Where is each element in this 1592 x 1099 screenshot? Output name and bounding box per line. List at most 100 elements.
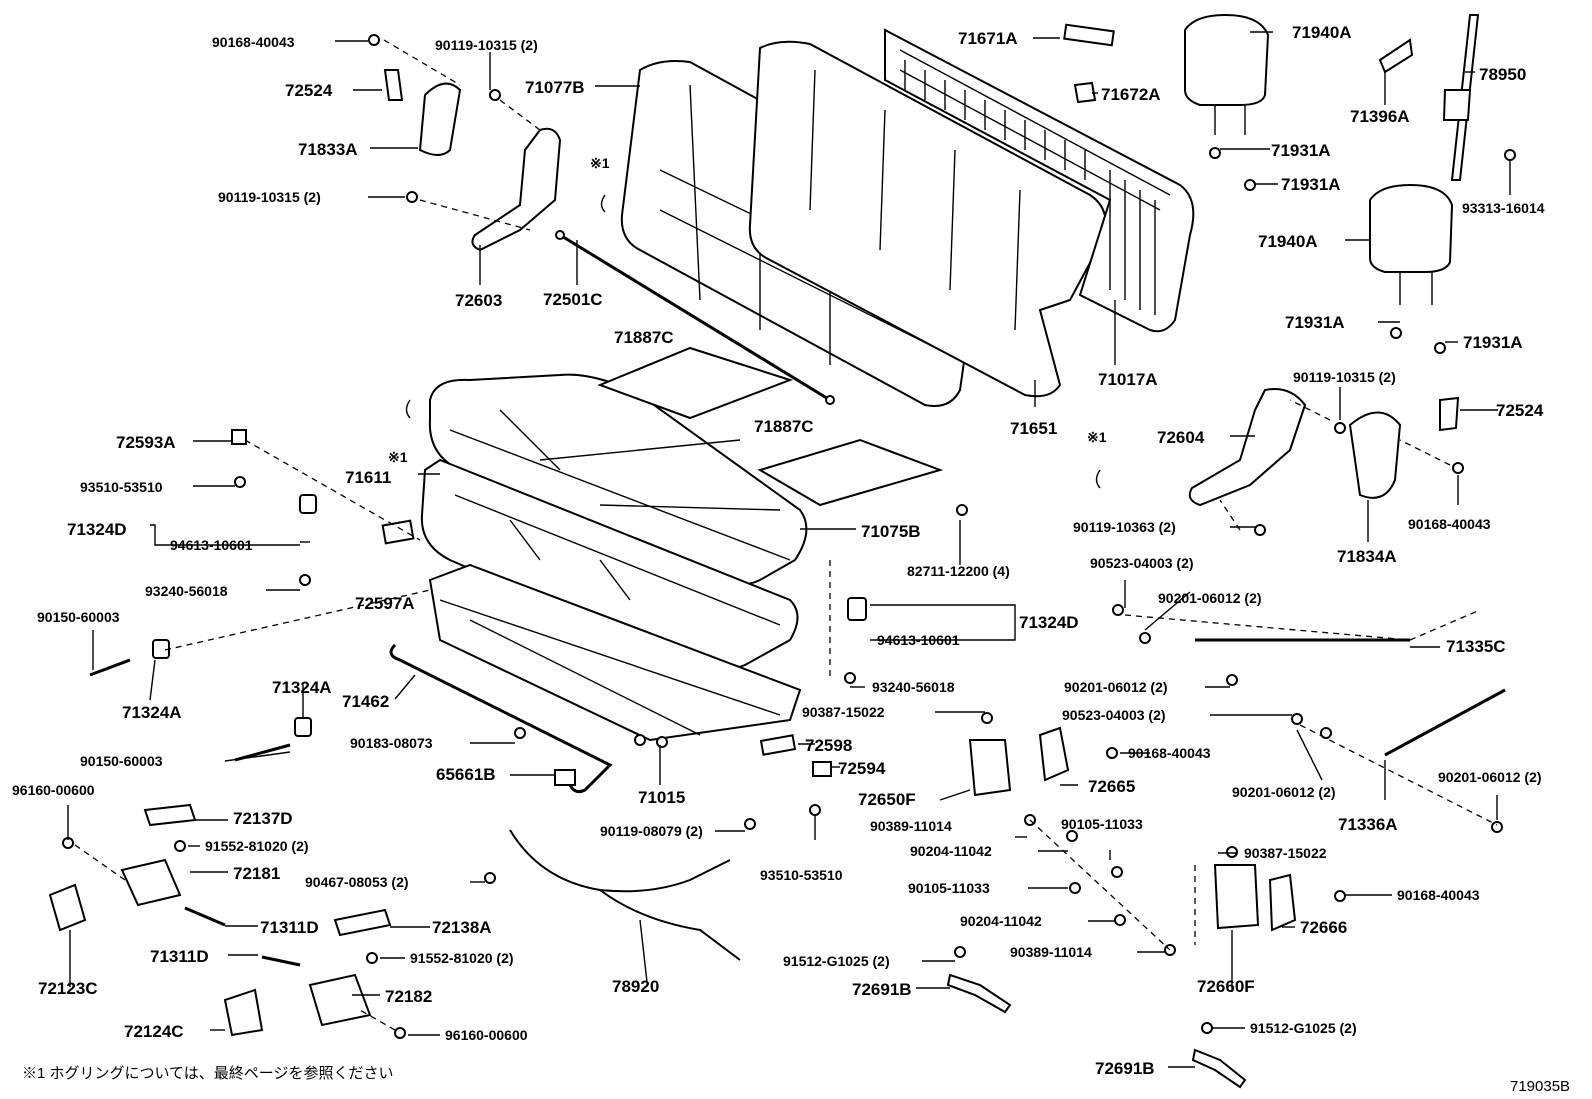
label-71931a-c: 71931A <box>1285 313 1345 332</box>
label-93313-16014: 93313-16014 <box>1462 200 1545 216</box>
label-72182: 72182 <box>385 987 432 1006</box>
label-90201-06012-c: 90201-06012 (2) <box>1232 784 1336 800</box>
label-72604: 72604 <box>1157 428 1205 447</box>
label-72124c: 72124C <box>124 1022 184 1041</box>
cover-72665 <box>1038 726 1070 782</box>
label-71324a-a: 71324A <box>122 703 182 722</box>
label-90183-08073: 90183-08073 <box>350 735 433 751</box>
label-72181: 72181 <box>233 864 280 883</box>
headrest-71940a-upper <box>1184 13 1270 106</box>
part-labels: 90168-40043 90119-10315 (2) 72524 71833A… <box>12 23 1545 1078</box>
label-78950: 78950 <box>1479 65 1526 84</box>
label-82711-12200: 82711-12200 (4) <box>907 563 1010 579</box>
label-94613-10601-b: 94613-10601 <box>877 632 960 648</box>
label-90168-40043-c: 90168-40043 <box>1128 745 1211 761</box>
label-72650f: 72650F <box>858 790 916 809</box>
cover-72524-lower <box>1439 396 1460 432</box>
label-90105-11033-a: 90105-11033 <box>1061 816 1143 832</box>
label-90105-11033-b: 90105-11033 <box>908 880 990 896</box>
label-93240-56018-b: 93240-56018 <box>872 679 955 695</box>
label-90119-10315-a: 90119-10315 (2) <box>435 37 538 53</box>
label-72501c: 72501C <box>543 290 603 309</box>
label-hog-ring-2: ※1 <box>388 449 408 465</box>
assembly-lines <box>74 39 1498 1031</box>
label-90168-40043-d: 90168-40043 <box>1397 887 1480 903</box>
label-72137d: 72137D <box>233 809 293 828</box>
label-72123c: 72123C <box>38 979 98 998</box>
footnote: ※1 ホグリングについては、最終ページを参照ください <box>22 1065 393 1082</box>
label-71017a: 71017A <box>1098 370 1158 389</box>
label-71015: 71015 <box>638 788 685 807</box>
label-90523-04003-b: 90523-04003 (2) <box>1062 707 1166 723</box>
label-71324d-a: 71324D <box>67 520 127 539</box>
label-93510-53510-b: 93510-53510 <box>760 867 843 883</box>
label-hog-ring-1: ※1 <box>590 155 610 171</box>
label-93240-56018-a: 93240-56018 <box>145 583 228 599</box>
label-90389-11014-a: 90389-11014 <box>870 818 952 834</box>
label-90387-15022-a: 90387-15022 <box>802 704 885 720</box>
label-96160-00600-b: 96160-00600 <box>445 1027 528 1043</box>
label-72691b-a: 72691B <box>852 980 912 999</box>
label-71324a-b: 71324A <box>272 678 332 697</box>
mat-71887c-lower <box>757 438 944 507</box>
hog-ring-1 <box>600 194 606 213</box>
label-71931a-a: 71931A <box>1271 141 1331 160</box>
label-90204-11042-a: 90204-11042 <box>910 843 992 859</box>
label-90119-08079: 90119-08079 (2) <box>600 823 703 839</box>
seatback-frame-71017a <box>884 28 1195 333</box>
cover-72666 <box>1268 873 1297 932</box>
label-90389-11014-b: 90389-11014 <box>1010 944 1092 960</box>
label-72666: 72666 <box>1300 918 1347 937</box>
hinge-72603 <box>471 127 562 252</box>
hinge-72604 <box>1188 388 1307 507</box>
bracket-72691b-lower <box>1191 1048 1247 1089</box>
label-71833a: 71833A <box>298 140 358 159</box>
label-71611: 71611 <box>345 468 391 487</box>
pad-71671a <box>1063 23 1115 47</box>
label-90387-15022-b: 90387-15022 <box>1244 845 1327 861</box>
label-71336a: 71336A <box>1338 815 1398 834</box>
label-90119-10315-c: 90119-10315 (2) <box>1293 369 1396 385</box>
label-90150-60003-b: 90150-60003 <box>80 753 163 769</box>
label-71940a-b: 71940A <box>1258 232 1318 251</box>
label-71940a-a: 71940A <box>1292 23 1352 42</box>
cover-72123c <box>48 883 87 932</box>
label-91552-81020-a: 91552-81020 (2) <box>205 838 309 854</box>
label-71834a: 71834A <box>1337 547 1397 566</box>
diagram-code: 719035B <box>1510 1078 1570 1095</box>
label-90201-06012-b: 90201-06012 (2) <box>1064 679 1168 695</box>
cover-71834a <box>1348 411 1402 499</box>
label-72593a: 72593A <box>116 433 176 452</box>
label-71311d-a: 71311D <box>260 918 319 937</box>
label-71311d-b: 71311D <box>150 947 209 966</box>
label-90150-60003-a: 90150-60003 <box>37 609 120 625</box>
label-72138a: 72138A <box>432 918 492 937</box>
hog-ring-3 <box>1095 469 1101 489</box>
label-71324d-b: 71324D <box>1019 613 1079 632</box>
label-72603: 72603 <box>455 291 502 310</box>
label-72597a: 72597A <box>355 594 415 613</box>
frame-springs <box>904 60 1156 315</box>
label-hog-ring-3: ※1 <box>1087 429 1107 445</box>
headrest-71940a-lower <box>1369 183 1454 273</box>
label-94613-10601-a: 94613-10601 <box>170 537 253 553</box>
label-71931a-d: 71931A <box>1463 333 1523 352</box>
cable-78920 <box>509 829 741 961</box>
label-71671a: 71671A <box>958 29 1018 48</box>
label-90523-04003-a: 90523-04003 (2) <box>1090 555 1194 571</box>
label-90168-40043-b: 90168-40043 <box>1408 516 1491 532</box>
label-90119-10363: 90119-10363 (2) <box>1073 519 1176 535</box>
cover-71833a <box>418 82 462 156</box>
lock-72660f <box>1213 864 1260 930</box>
label-90467-08053: 90467-08053 (2) <box>305 874 409 890</box>
label-72524-a: 72524 <box>285 81 333 100</box>
lock-72650f <box>968 739 1012 797</box>
label-72691b-b: 72691B <box>1095 1059 1155 1078</box>
label-71462: 71462 <box>342 692 389 711</box>
label-90119-10315-b: 90119-10315 (2) <box>218 189 321 205</box>
mat-71887c-upper <box>597 346 794 420</box>
label-72594: 72594 <box>838 759 886 778</box>
label-78920: 78920 <box>612 977 659 996</box>
small-fasteners <box>62 34 1516 1039</box>
